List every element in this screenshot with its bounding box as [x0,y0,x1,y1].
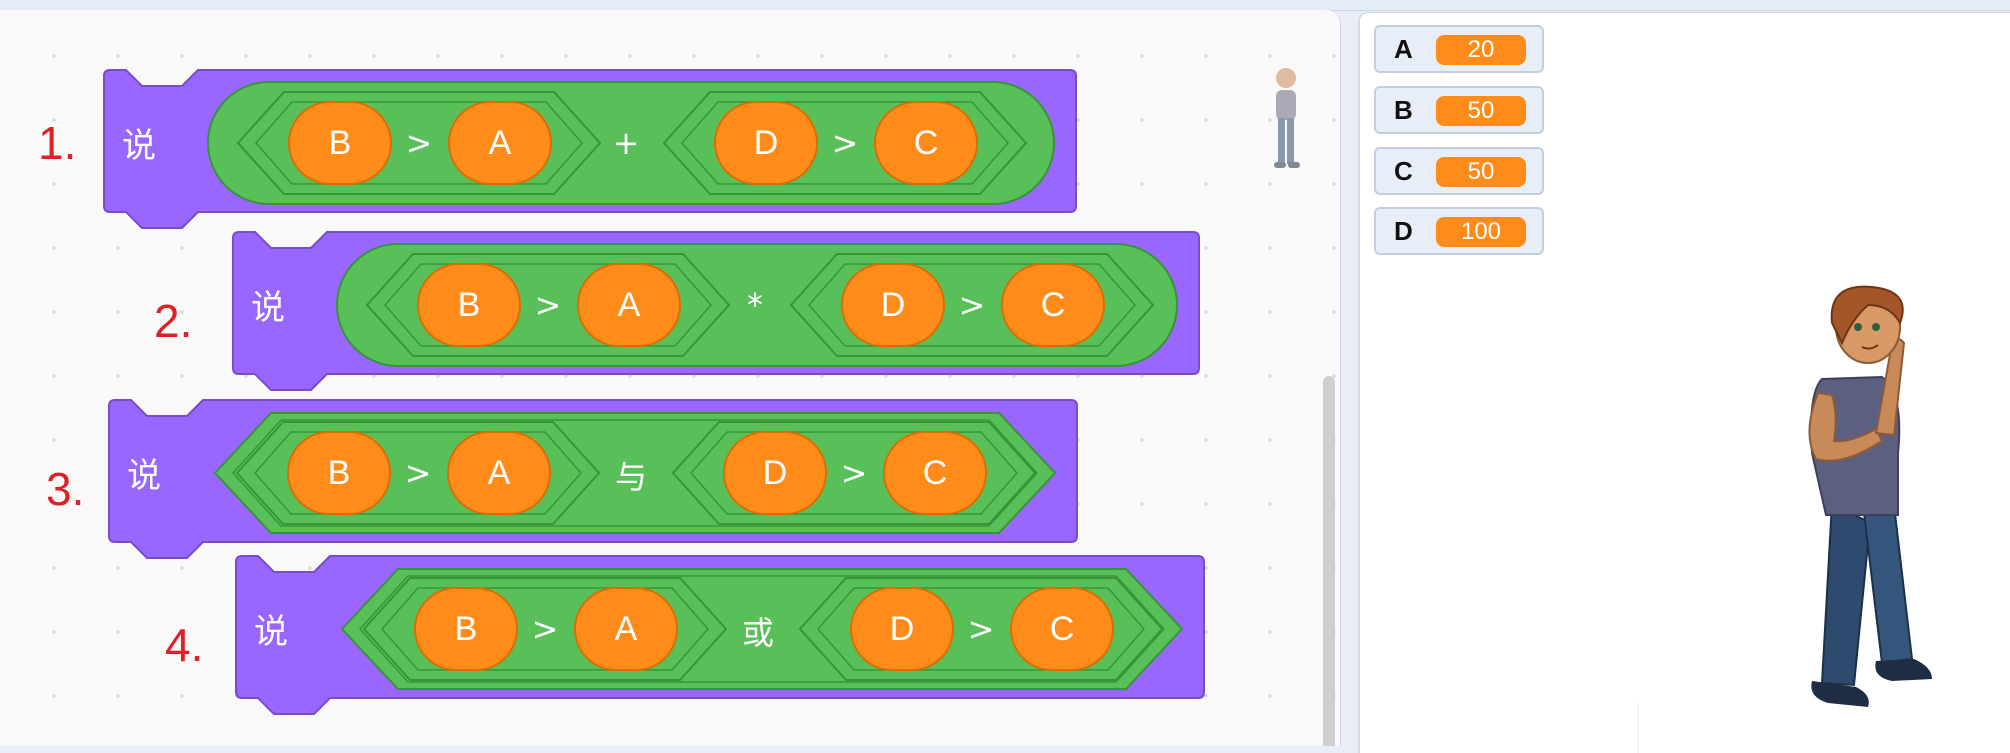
operator-symbol: > [958,286,986,324]
say-label: 说 [127,456,161,496]
sprite-thumbnail-icon [1274,68,1300,168]
monitor-name: C [1394,156,1413,186]
operator-symbol: > [405,124,433,162]
variable-reporter[interactable]: D [850,587,954,671]
monitor-value: 20 [1436,35,1526,65]
monitor-value: 100 [1436,217,1526,247]
variable-reporter[interactable]: D [714,101,818,185]
operator-symbol: > [534,286,562,324]
variable-reporter[interactable]: B [417,263,521,347]
variable-reporter[interactable]: A [447,431,551,515]
operator-symbol: > [967,610,995,648]
joiner-operator-symbol: 或 [741,614,774,652]
step-number-4: 4. [165,619,204,671]
monitor-name: B [1394,95,1413,125]
variable-reporter[interactable]: D [841,263,945,347]
step-number-3: 3. [46,463,85,515]
joiner-operator-symbol: + [612,124,640,162]
variable-reporter[interactable]: C [874,101,978,185]
say-label: 说 [122,126,156,166]
workspace-scrollbar[interactable] [1323,376,1335,746]
monitor-name: D [1394,216,1413,246]
stage-edge-line [1638,703,1639,753]
stage[interactable]: A 20 B 50 C 50 D 100 [1358,12,2010,753]
variable-monitor-c: C 50 [1374,147,1544,195]
monitor-value: 50 [1436,157,1526,187]
monitor-value: 50 [1436,96,1526,126]
variable-reporter[interactable]: D [723,431,827,515]
step-number-1: 1. [38,117,77,169]
variable-reporter[interactable]: A [577,263,681,347]
variable-reporter[interactable]: A [574,587,678,671]
variable-monitor-a: A 20 [1374,25,1544,73]
monitor-name: A [1394,34,1413,64]
operator-symbol: > [404,454,432,492]
operator-symbol: > [840,454,868,492]
say-label: 说 [254,612,288,652]
thinking-boy-sprite-icon[interactable] [1772,283,1972,733]
variable-reporter[interactable]: C [1010,587,1114,671]
variable-reporter[interactable]: C [883,431,987,515]
operator-symbol: > [831,124,859,162]
variable-reporter[interactable]: C [1001,263,1105,347]
step-number-2: 2. [154,295,193,347]
variable-reporter[interactable]: B [414,587,518,671]
variable-reporter[interactable]: A [448,101,552,185]
variable-monitor-d: D 100 [1374,207,1544,255]
operator-symbol: > [531,610,559,648]
say-label: 说 [251,288,285,328]
variable-reporter[interactable]: B [287,431,391,515]
joiner-operator-symbol: * [747,286,763,324]
variable-reporter[interactable]: B [288,101,392,185]
joiner-operator-symbol: 与 [614,458,647,496]
variable-monitor-b: B 50 [1374,86,1544,134]
code-workspace[interactable]: 1. 说 B > A + D > [0,10,1341,746]
